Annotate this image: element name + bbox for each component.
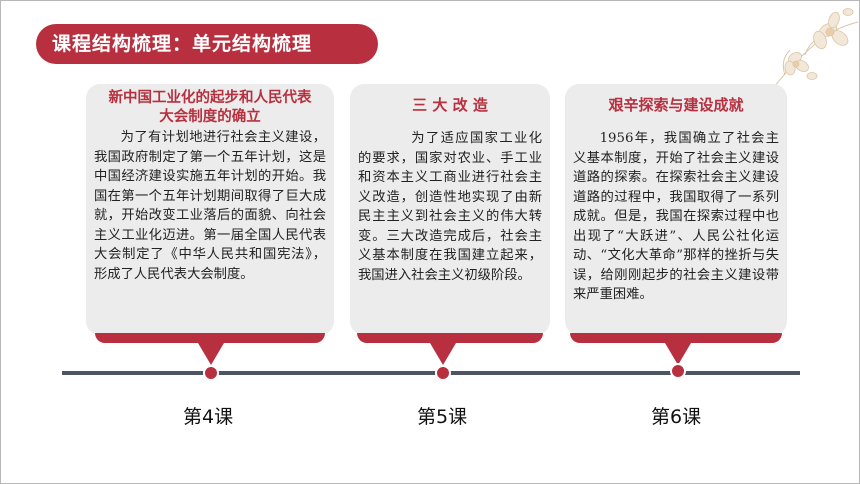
lesson-label-5: 第5课 — [417, 406, 468, 428]
card-body: 为了适应国家工业化的要求，国家对农业、手工业和资本主义工商业进行社会主义改造，创… — [358, 131, 542, 283]
page-title: 课程结构梳理：单元结构梳理 — [36, 24, 378, 64]
card-body: 1956年，我国确立了社会主义基本制度，开始了社会主义建设道路的探索。在探索社会… — [573, 131, 779, 302]
card-lesson-5: 三 大 改 造 为了适应国家工业化的要求，国家对农业、手工业和资本主义工商业进行… — [350, 84, 550, 335]
card-title: 三 大 改 造 — [412, 96, 488, 114]
card-lesson-4: 新中国工业化的起步和人民代表大会制度的确立 为了有计划地进行社会主义建设，我国政… — [86, 84, 334, 335]
timeline-dot-lesson-4 — [203, 365, 219, 381]
flower-decoration — [769, 8, 859, 93]
card-pointer — [198, 343, 224, 365]
card-pointer — [430, 343, 456, 365]
timeline-dot-lesson-5 — [435, 365, 451, 381]
card-pointer — [665, 343, 691, 365]
card-footer-bar — [570, 333, 782, 343]
timeline-axis — [62, 371, 800, 375]
card-lesson-6: 艰辛探索与建设成就 1956年，我国确立了社会主义基本制度，开始了社会主义建设道… — [565, 84, 787, 335]
lesson-label-6: 第6课 — [651, 406, 702, 428]
card-footer-bar — [95, 333, 325, 343]
card-title: 艰辛探索与建设成就 — [608, 96, 744, 114]
card-footer-bar — [357, 333, 543, 343]
card-title: 新中国工业化的起步和人民代表大会制度的确立 — [108, 89, 312, 125]
timeline-dot-lesson-6 — [670, 363, 686, 379]
card-body: 为了有计划地进行社会主义建设，我国政府制定了第一个五年计划，这是中国经济建设实施… — [94, 130, 326, 282]
lesson-label-4: 第4课 — [183, 406, 234, 428]
